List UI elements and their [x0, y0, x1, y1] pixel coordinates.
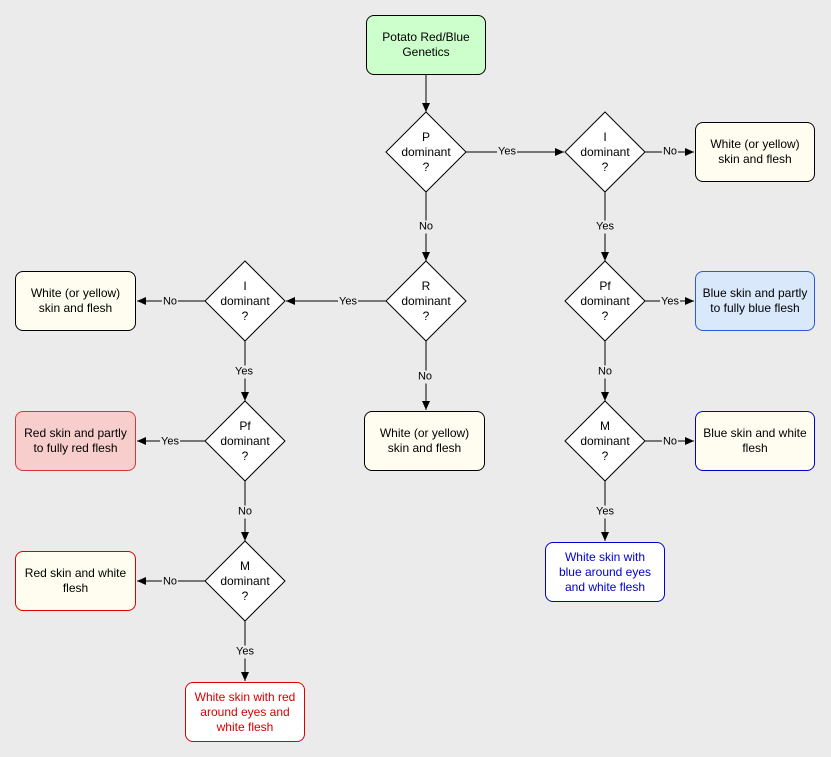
decision-m-left-mark: ?	[241, 589, 249, 603]
decision-r-shape	[385, 260, 467, 342]
decision-i-right-letter: I	[603, 130, 607, 144]
outcome-blue-white-label: Blue skin and white flesh	[703, 426, 807, 455]
decision-p-word: dominant	[401, 145, 451, 159]
decision-p-shape	[385, 111, 467, 193]
outcome-white-yellow-left: White (or yellow) skin and flesh	[15, 271, 136, 331]
decision-m-left-word: dominant	[220, 574, 270, 588]
decision-i-right: I dominant ?	[565, 130, 645, 175]
start-node: Potato Red/Blue Genetics	[366, 15, 486, 75]
decision-m-right-shape	[564, 400, 646, 482]
decision-m-right: M dominant ?	[565, 419, 645, 464]
decision-i-left-mark: ?	[241, 309, 249, 323]
decision-r-letter: R	[421, 279, 431, 293]
decision-r-mark: ?	[422, 309, 430, 323]
decision-r: R dominant ?	[386, 279, 466, 324]
edge-label-r-yes: Yes	[338, 295, 358, 309]
decision-i-left-shape	[204, 260, 286, 342]
edge-label-i-right-no: No	[661, 145, 679, 159]
start-node-label: Potato Red/Blue Genetics	[382, 30, 470, 59]
decision-i-left-letter: I	[243, 279, 247, 293]
decision-pf-right-shape	[564, 260, 646, 342]
decision-i-right-word: dominant	[580, 145, 630, 159]
outcome-blue-partly: Blue skin and partly to fully blue flesh	[695, 271, 815, 331]
edge-label-m-right-no: No	[661, 435, 679, 449]
decision-m-right-word: dominant	[580, 434, 630, 448]
edge-label-p-yes: Yes	[497, 145, 517, 159]
outcome-white-yellow-right: White (or yellow) skin and flesh	[695, 122, 815, 182]
decision-p-letter: P	[421, 130, 430, 144]
decision-pf-right-mark: ?	[601, 309, 609, 323]
decision-p: P dominant ?	[386, 130, 466, 175]
decision-i-left-word: dominant	[220, 294, 270, 308]
decision-pf-left-word: dominant	[220, 434, 270, 448]
outcome-red-white: Red skin and white flesh	[15, 551, 136, 611]
decision-m-left-shape	[204, 540, 286, 622]
edge-label-i-left-yes: Yes	[234, 365, 254, 379]
decision-pf-left-shape	[204, 400, 286, 482]
decision-pf-right-letter: Pf	[599, 279, 611, 293]
outcome-white-yellow-mid-label: White (or yellow) skin and flesh	[379, 426, 470, 455]
outcome-red-white-label: Red skin and white flesh	[24, 566, 127, 595]
decision-m-left-letter: M	[240, 559, 250, 573]
decision-pf-left-mark: ?	[241, 449, 249, 463]
outcome-red-partly-label: Red skin and partly to fully red flesh	[24, 426, 127, 455]
edge-label-m-left-yes: Yes	[235, 645, 255, 659]
decision-i-right-shape	[564, 111, 646, 193]
outcome-white-yellow-right-label: White (or yellow) skin and flesh	[710, 137, 800, 166]
outcome-blue-partly-label: Blue skin and partly to fully blue flesh	[702, 286, 808, 315]
decision-pf-right: Pf dominant ?	[565, 279, 645, 324]
edge-label-pf-left-no: No	[236, 505, 254, 519]
edge-label-pf-left-yes: Yes	[160, 435, 180, 449]
edge-label-pf-right-no: No	[596, 365, 614, 379]
outcome-white-blue-eyes: White skin with blue around eyes and whi…	[545, 542, 665, 602]
decision-m-left: M dominant ?	[205, 559, 285, 604]
outcome-blue-white: Blue skin and white flesh	[695, 411, 815, 471]
decision-i-right-mark: ?	[601, 160, 609, 174]
outcome-white-red-eyes: White skin with red around eyes and whit…	[185, 682, 305, 742]
edge-label-m-right-yes: Yes	[595, 505, 615, 519]
edge-label-r-no: No	[416, 370, 434, 384]
decision-m-right-mark: ?	[601, 449, 609, 463]
outcome-white-red-eyes-label: White skin with red around eyes and whit…	[194, 689, 296, 734]
decision-pf-left: Pf dominant ?	[205, 419, 285, 464]
edge-label-i-left-no: No	[161, 295, 179, 309]
decision-pf-right-word: dominant	[580, 294, 630, 308]
outcome-white-yellow-left-label: White (or yellow) skin and flesh	[30, 286, 121, 315]
outcome-red-partly: Red skin and partly to fully red flesh	[15, 411, 136, 471]
decision-m-right-letter: M	[600, 419, 610, 433]
decision-i-left: I dominant ?	[205, 279, 285, 324]
edge-label-pf-right-yes: Yes	[660, 295, 680, 309]
edge-label-m-left-no: No	[161, 575, 179, 589]
outcome-white-yellow-mid: White (or yellow) skin and flesh	[364, 411, 485, 471]
edge-label-p-no: No	[417, 220, 435, 234]
decision-p-mark: ?	[422, 160, 430, 174]
decision-pf-left-letter: Pf	[239, 419, 251, 433]
edge-label-i-right-yes: Yes	[595, 220, 615, 234]
outcome-white-blue-eyes-label: White skin with blue around eyes and whi…	[558, 549, 652, 594]
decision-r-word: dominant	[401, 294, 451, 308]
